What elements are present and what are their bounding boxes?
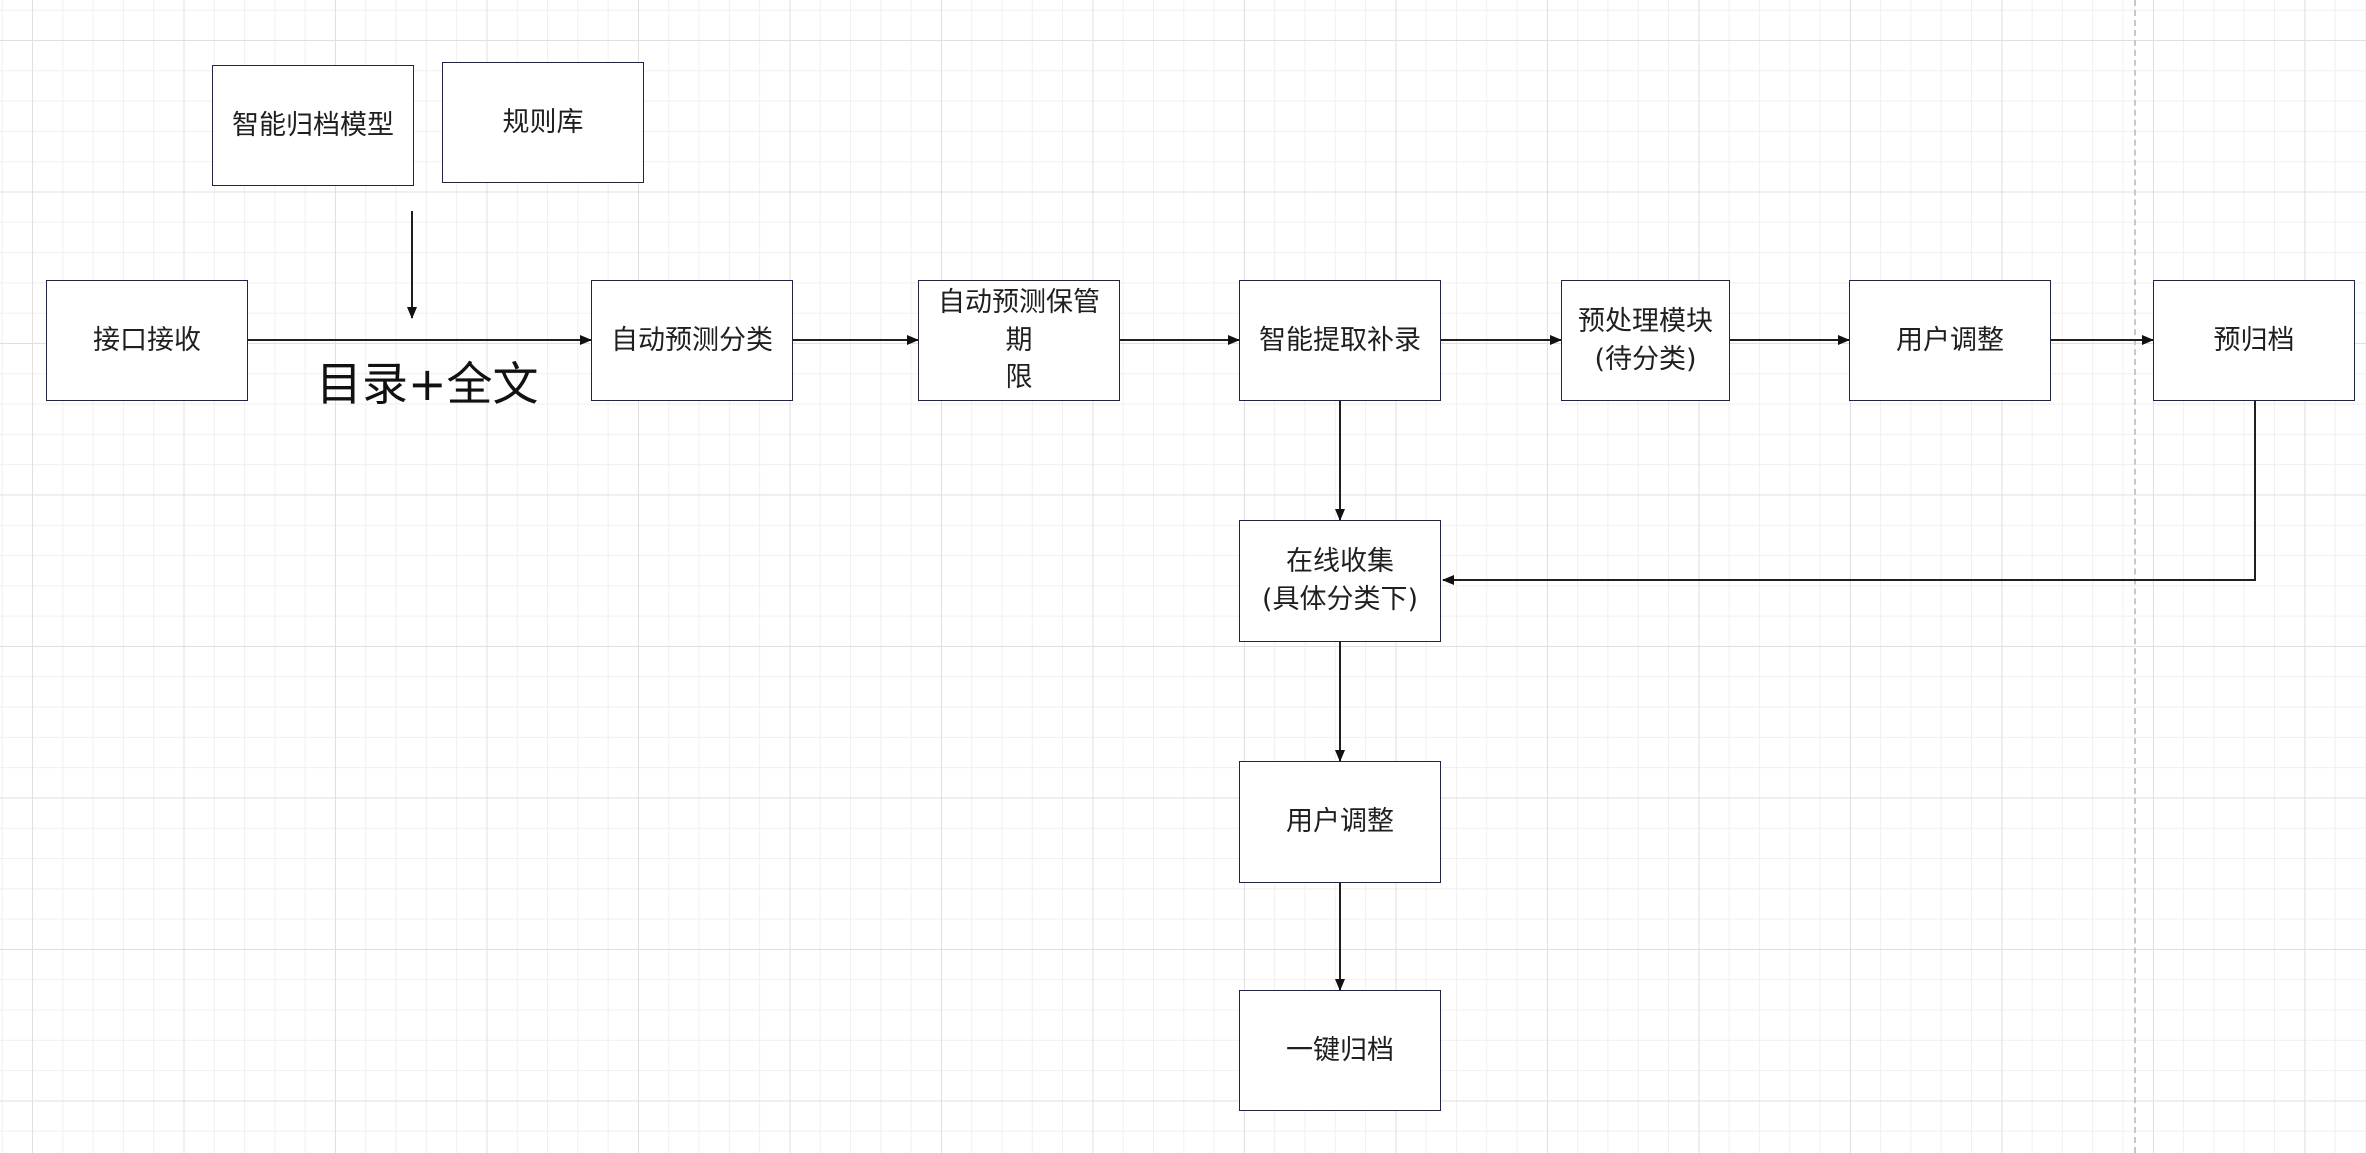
- node-model[interactable]: 智能归档模型: [212, 65, 414, 186]
- node-collect[interactable]: 在线收集 (具体分类下): [1239, 520, 1441, 642]
- page-break-line: [2134, 0, 2136, 1153]
- node-archive[interactable]: 一键归档: [1239, 990, 1441, 1111]
- node-adjust-1[interactable]: 用户调整: [1849, 280, 2051, 401]
- edge-label-catalog-fulltext: 目录+全文: [316, 357, 539, 411]
- node-prearchive[interactable]: 预归档: [2153, 280, 2355, 401]
- node-extract[interactable]: 智能提取补录: [1239, 280, 1441, 401]
- node-retention[interactable]: 自动预测保管期 限: [918, 280, 1120, 401]
- node-classify[interactable]: 自动预测分类: [591, 280, 793, 401]
- node-preprocess[interactable]: 预处理模块 (待分类): [1561, 280, 1730, 401]
- node-api[interactable]: 接口接收: [46, 280, 248, 401]
- node-adjust-2[interactable]: 用户调整: [1239, 761, 1441, 883]
- node-rules[interactable]: 规则库: [442, 62, 644, 183]
